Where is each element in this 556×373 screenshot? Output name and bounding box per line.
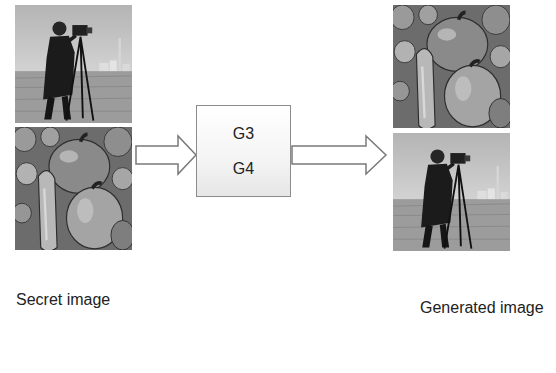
hollow-arrow [136, 136, 196, 174]
peppers-image [13, 127, 135, 251]
hollow-arrow [292, 136, 386, 174]
peppers-image [391, 5, 513, 129]
cameraman-image [15, 5, 132, 123]
cameraman-image [393, 133, 510, 251]
image-caption: Secret image [16, 291, 110, 309]
box-text: G4 [233, 160, 254, 178]
process-box: G3G4 [196, 105, 291, 197]
image-caption: Generated image [420, 299, 544, 317]
box-text: G3 [233, 125, 254, 143]
